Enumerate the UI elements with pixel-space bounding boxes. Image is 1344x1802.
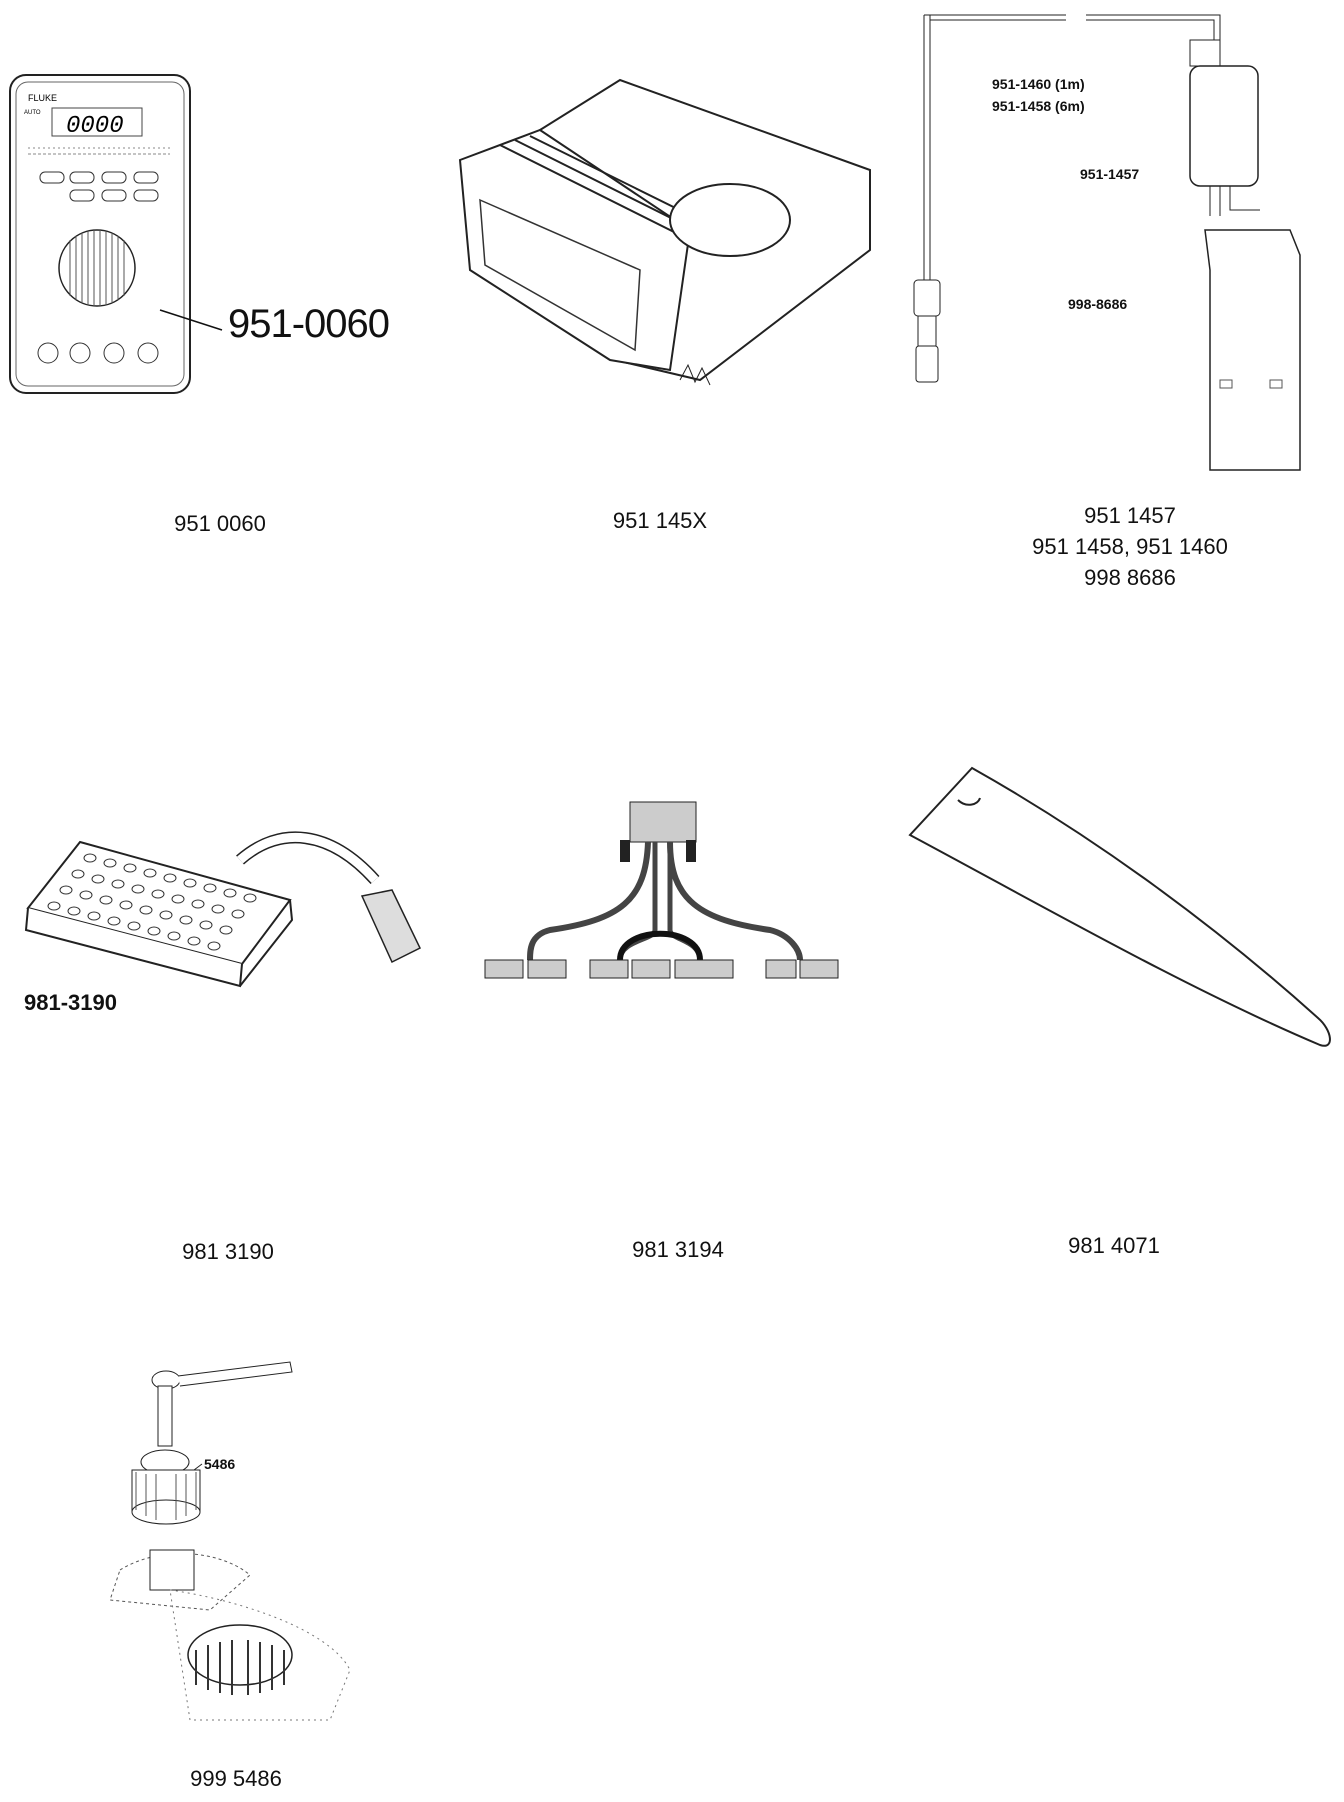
- caption-951-0060: 951 0060: [174, 511, 266, 536]
- caption-981-3190: 981 3190: [182, 1239, 274, 1264]
- meter-display: 0000: [66, 113, 124, 140]
- callout-998-8686: 998-8686: [1068, 296, 1128, 312]
- caption-981-4071: 981 4071: [1068, 1233, 1160, 1258]
- multimeter-drawing: FLUKE AUTO 0000: [0, 0, 420, 420]
- harness-drawing: [470, 780, 870, 1000]
- probe-set-drawing: [890, 0, 1344, 490]
- meter-mode: AUTO: [24, 110, 41, 116]
- clamp-adapter-drawing: [440, 60, 900, 420]
- caption-981-3194: 981 3194: [632, 1237, 724, 1262]
- clamp-adapter-figure: [440, 60, 900, 420]
- caption-999-5486: 999 5486: [190, 1766, 282, 1791]
- caption-probe-line-2: 951 1458, 951 1460: [1032, 534, 1228, 559]
- keypad-drawing: [0, 800, 440, 1020]
- assembly-figure: 5486: [100, 1350, 420, 1750]
- caption-probe-set: 951 1457 951 1458, 951 1460 998 8686: [1000, 500, 1260, 593]
- caption-951-145x: 951 145X: [612, 508, 708, 533]
- callout-951-1457: 951-1457: [1080, 166, 1140, 182]
- callout-951-1460: 951-1460 (1m): [992, 76, 1085, 92]
- keypad-callout: 981-3190: [24, 990, 117, 1015]
- caption-probe-line-3: 998 8686: [1084, 565, 1176, 590]
- assembly-callout: 5486: [204, 1456, 236, 1472]
- callout-951-1458: 951-1458 (6m): [992, 98, 1085, 114]
- harness-figure: [470, 780, 870, 1000]
- blade-figure: [890, 760, 1330, 1060]
- meter-brand: FLUKE: [28, 93, 57, 103]
- assembly-drawing: [100, 1350, 420, 1750]
- keypad-figure: 981-3190: [0, 800, 440, 1020]
- caption-probe-line-1: 951 1457: [1084, 503, 1176, 528]
- multimeter-figure: FLUKE AUTO 0000 951-0060: [0, 0, 420, 420]
- multimeter-callout: 951-0060: [228, 302, 390, 346]
- probe-set-figure: 951-1460 (1m) 951-1458 (6m) 951-1457 998…: [890, 0, 1344, 490]
- blade-drawing: [890, 760, 1330, 1060]
